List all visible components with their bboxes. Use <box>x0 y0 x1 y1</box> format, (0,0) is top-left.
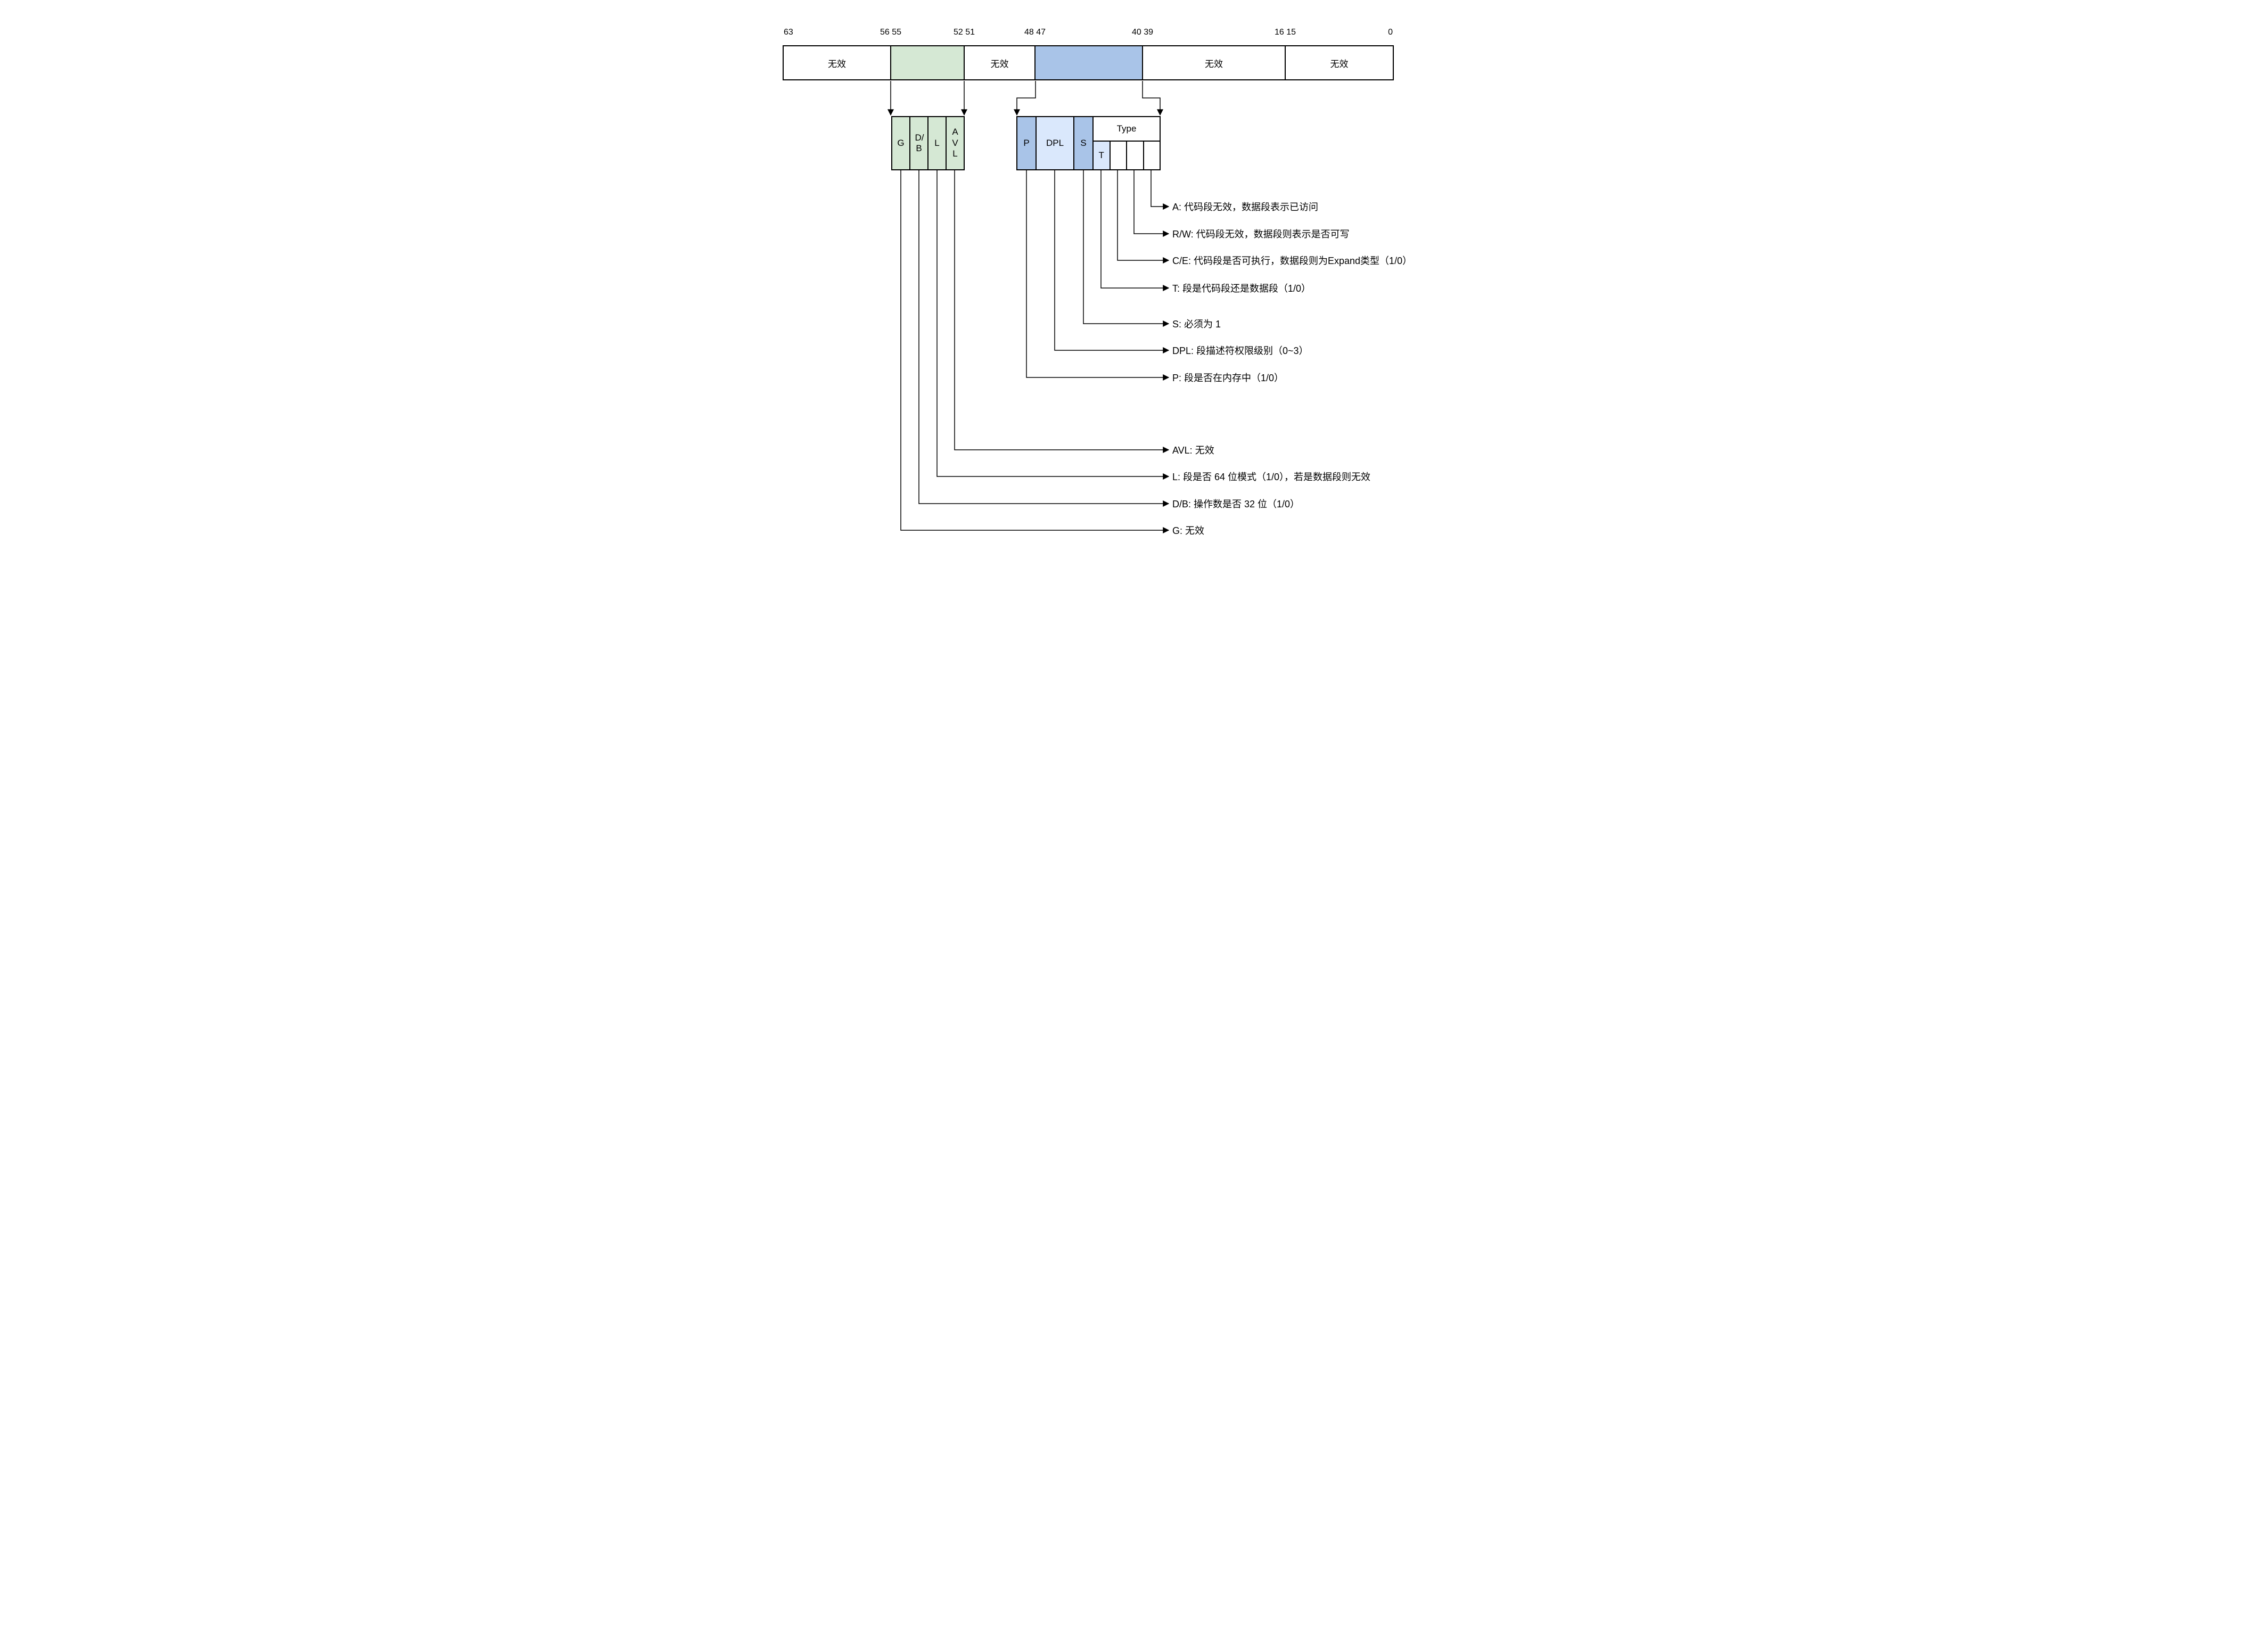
segment-label: 无效 <box>990 59 1009 69</box>
access-label-dpl: DPL <box>1046 138 1064 148</box>
segment-51-48: 无效 <box>965 46 1036 79</box>
segment-15-0: 无效 <box>1286 46 1393 79</box>
bit-label-16-15: 16 15 <box>1274 28 1296 37</box>
annotation-a: A: 代码段无效，数据段表示已访问 <box>1172 202 1319 212</box>
connector-s <box>1083 170 1170 327</box>
flag-label-l: L <box>934 137 940 148</box>
type-cell-ce <box>1110 142 1127 169</box>
annotation-db: D/B: 操作数是否 32 位（1/0） <box>1172 499 1300 509</box>
flag-cell-avl: AVL <box>947 117 964 169</box>
flags-box: G D/B L AVL <box>891 116 965 170</box>
connector-l <box>936 170 1170 480</box>
arrow-blue-right <box>1142 81 1163 116</box>
connector-ce <box>1117 170 1170 264</box>
bit-label-48-47: 48 47 <box>1024 28 1046 37</box>
connector-rw <box>1133 170 1170 237</box>
annotation-t: T: 段是代码段还是数据段（1/0） <box>1172 283 1311 294</box>
connector-avl <box>954 170 1170 453</box>
segment-63-56: 无效 <box>784 46 891 79</box>
segment-label: 无效 <box>1205 59 1223 69</box>
access-cell-s: S <box>1074 117 1094 169</box>
bit-label-40-39: 40 39 <box>1131 28 1154 37</box>
connector-a <box>1151 170 1170 210</box>
annotation-ce: C/E: 代码段是否可执行，数据段则为Expand类型（1/0） <box>1172 256 1412 266</box>
bit-label-52-51: 52 51 <box>953 28 975 37</box>
segment-label: 无效 <box>828 59 846 69</box>
annotation-avl: AVL: 无效 <box>1172 445 1214 456</box>
type-bits-row: T <box>1094 142 1160 169</box>
annotation-dpl: DPL: 段描述符权限级别（0~3） <box>1172 345 1309 356</box>
access-cell-p: P <box>1017 117 1037 169</box>
flag-cell-l: L <box>928 117 947 169</box>
connector-g <box>900 170 1170 533</box>
flag-label-db: D/B <box>915 132 924 153</box>
annotation-l: L: 段是否 64 位模式（1/0），若是数据段则无效 <box>1172 472 1371 482</box>
type-header: Type <box>1094 117 1160 142</box>
access-label-p: P <box>1023 138 1030 148</box>
connector-db <box>918 170 1170 507</box>
descriptor-bar: 无效 无效 无效 无效 <box>783 45 1394 80</box>
segment-descriptor-diagram: 63 56 55 52 51 48 47 40 39 16 15 0 无效 无效… <box>756 0 1512 543</box>
flag-cell-g: G <box>892 117 910 169</box>
connector-dpl <box>1054 170 1170 353</box>
flag-cell-db: D/B <box>910 117 928 169</box>
annotation-rw: R/W: 代码段无效，数据段则表示是否可写 <box>1172 229 1350 240</box>
bit-label-63: 63 <box>784 28 793 37</box>
arrow-blue-left <box>1014 81 1036 116</box>
type-cell-a <box>1144 142 1160 169</box>
bit-label-56-55: 56 55 <box>880 28 902 37</box>
access-label-s: S <box>1080 138 1087 148</box>
connector-t <box>1100 170 1170 291</box>
bit-label-0: 0 <box>1388 28 1393 37</box>
type-cell-rw <box>1127 142 1144 169</box>
access-cell-dpl: DPL <box>1037 117 1074 169</box>
segment-label: 无效 <box>1330 59 1349 69</box>
segment-39-16: 无效 <box>1143 46 1286 79</box>
connector-lines <box>888 81 1170 533</box>
segment-55-52 <box>891 46 965 79</box>
flag-label-g: G <box>897 137 905 148</box>
annotation-s: S: 必须为 1 <box>1172 319 1221 330</box>
type-label-t: T <box>1098 150 1104 160</box>
annotation-p: P: 段是否在内存中（1/0） <box>1172 373 1284 383</box>
type-field: Type T <box>1094 117 1160 169</box>
flag-label-avl: AVL <box>952 127 958 159</box>
annotation-g: G: 无效 <box>1172 525 1205 536</box>
access-box: P DPL S Type T <box>1016 116 1161 170</box>
type-cell-t: T <box>1094 142 1111 169</box>
type-label: Type <box>1116 124 1137 134</box>
segment-47-40 <box>1036 46 1143 79</box>
connector-p <box>1026 170 1170 381</box>
